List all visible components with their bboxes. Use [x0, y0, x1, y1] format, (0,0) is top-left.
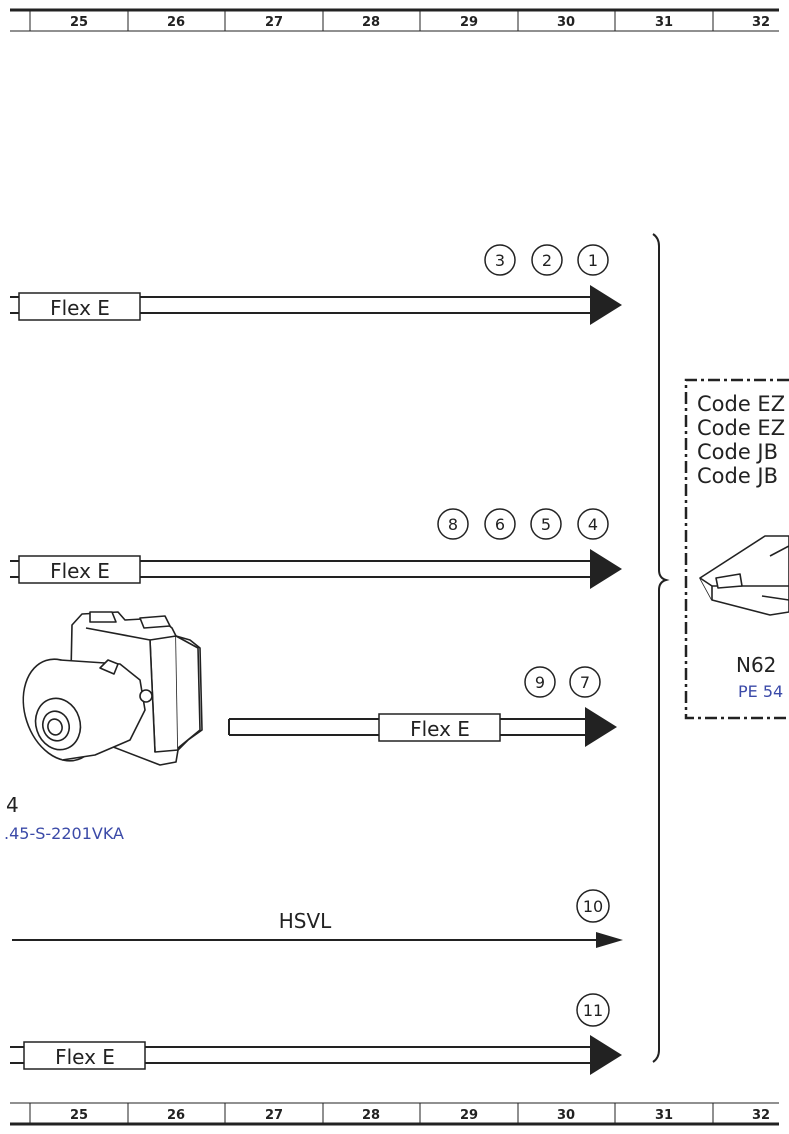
node-marker-8: 8 — [437, 508, 469, 540]
node-number: 7 — [580, 673, 590, 692]
node-marker-4: 4 — [577, 508, 609, 540]
grouping-brace — [652, 233, 670, 1063]
bus-hsvl[interactable]: HSVL 10 — [12, 889, 623, 948]
bus-flex-e-2[interactable]: Flex E 8 6 5 4 — [10, 508, 622, 589]
bus-label: HSVL — [279, 909, 332, 933]
arrow-head — [590, 1035, 622, 1075]
grid-label-29: 29 — [460, 1108, 478, 1123]
flex-e-label-box — [18, 292, 141, 321]
component-frame — [684, 378, 789, 720]
grid-label-26: 26 — [167, 15, 185, 30]
control-unit-drawing — [22, 611, 203, 766]
grid-label-30: 30 — [557, 1108, 575, 1123]
bus-flex-e-1[interactable]: Flex E 3 2 1 — [10, 244, 622, 325]
node-number: 11 — [583, 1001, 603, 1020]
code-text: Code JB — [697, 464, 778, 488]
bus-label: Flex E — [50, 296, 110, 320]
bus-label: Flex E — [55, 1045, 115, 1069]
node-number: 2 — [542, 251, 552, 270]
arrow-head — [590, 285, 622, 325]
node-number: 4 — [588, 515, 598, 534]
bottom-grid-ruler: 25 26 27 28 29 30 31 32 — [10, 1102, 779, 1126]
flex-e-label-box — [18, 555, 141, 584]
grid-label-25: 25 — [70, 1108, 88, 1123]
grid-label-31: 31 — [655, 1108, 673, 1123]
node-number: 10 — [583, 897, 603, 916]
bus-flex-e-4[interactable]: Flex E 11 — [10, 993, 622, 1075]
arrow-head — [590, 549, 622, 589]
node-marker-1: 1 — [577, 244, 609, 276]
node-number: 8 — [448, 515, 458, 534]
module-drawing — [699, 535, 789, 616]
part-number: PE 54 — [738, 682, 783, 701]
left-component[interactable]: 4 .45-S-2201VKA — [4, 611, 203, 843]
node-number: 3 — [495, 251, 505, 270]
grid-label-29: 29 — [460, 15, 478, 30]
bus-label: Flex E — [50, 559, 110, 583]
grid-label-28: 28 — [362, 1108, 380, 1123]
code-text: Code EZ — [697, 416, 785, 440]
grid-label-28: 28 — [362, 15, 380, 30]
node-number: 5 — [541, 515, 551, 534]
grid-label-32: 32 — [752, 1108, 770, 1123]
grid-label-30: 30 — [557, 15, 575, 30]
part-number: .45-S-2201VKA — [4, 824, 124, 843]
arrow-head — [585, 707, 617, 747]
node-marker-2: 2 — [531, 244, 563, 276]
node-marker-10: 10 — [576, 889, 610, 923]
node-number: 6 — [495, 515, 505, 534]
right-component[interactable]: Code EZ Code EZ Code JB Code JB N62 PE 5… — [684, 378, 789, 720]
grid-label-25: 25 — [70, 15, 88, 30]
grid-label-26: 26 — [167, 1108, 185, 1123]
code-text: Code EZ — [697, 392, 785, 416]
grid-label-27: 27 — [265, 15, 283, 30]
component-id: 4 — [6, 793, 19, 817]
node-marker-9: 9 — [524, 666, 556, 698]
flex-e-label-box — [23, 1041, 146, 1070]
node-number: 9 — [535, 673, 545, 692]
node-marker-7: 7 — [569, 666, 601, 698]
arrow-head — [596, 932, 623, 948]
top-grid-ruler: 25 26 27 28 29 30 31 32 — [10, 8, 779, 32]
node-marker-11: 11 — [576, 993, 610, 1027]
node-marker-5: 5 — [530, 508, 562, 540]
node-number: 1 — [588, 251, 598, 270]
grid-label-31: 31 — [655, 15, 673, 30]
grid-label-27: 27 — [265, 1108, 283, 1123]
bus-label: Flex E — [410, 717, 470, 741]
code-text: Code JB — [697, 440, 778, 464]
node-marker-6: 6 — [484, 508, 516, 540]
node-marker-3: 3 — [484, 244, 516, 276]
flex-e-label-box — [378, 713, 501, 742]
grid-label-32: 32 — [752, 15, 770, 30]
bus-flex-e-3[interactable]: Flex E 9 7 — [228, 666, 617, 747]
component-id: N62 — [736, 653, 776, 677]
